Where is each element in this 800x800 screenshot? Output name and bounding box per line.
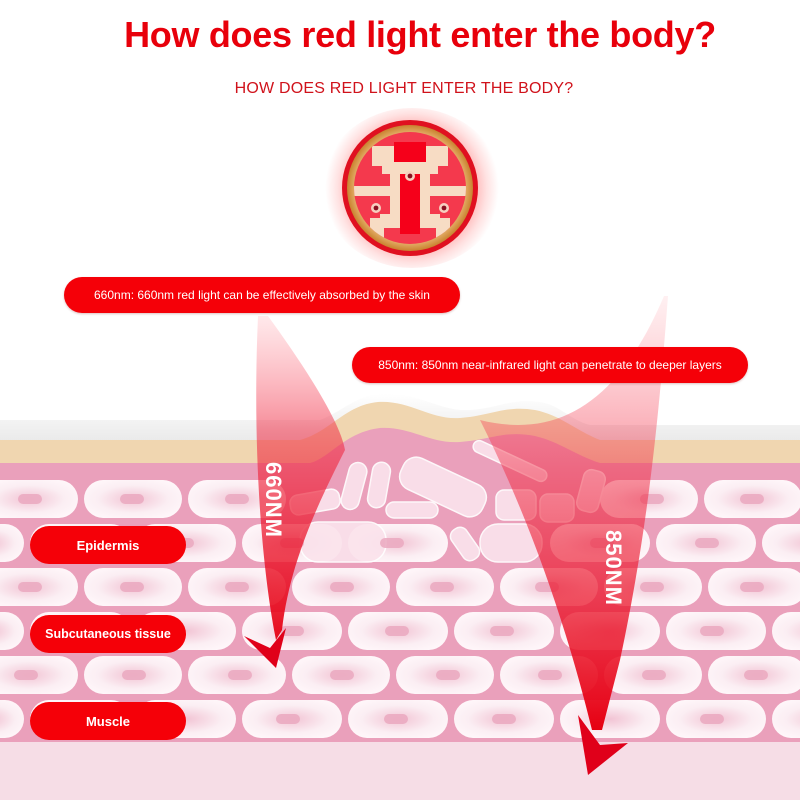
page-subtitle: HOW DOES RED LIGHT ENTER THE BODY?	[234, 80, 574, 97]
page-title: How does red light enter the body?	[124, 14, 716, 55]
callout-660nm-text: 660nm: 660nm red light can be effectivel…	[94, 288, 430, 302]
led-chip-icon	[342, 120, 478, 256]
beam-label-660: 660NM	[261, 462, 286, 538]
callout-660nm: 660nm: 660nm red light can be effectivel…	[64, 277, 460, 313]
callout-850nm-text: 850nm: 850nm near-infrared light can pen…	[378, 358, 722, 372]
layer-label-subcutaneous-text: Subcutaneous tissue	[45, 627, 171, 641]
layer-label-epidermis-text: Epidermis	[76, 537, 140, 553]
layer-label-epidermis: Epidermis	[30, 526, 186, 564]
layer-label-subcutaneous: Subcutaneous tissue	[30, 615, 186, 653]
layer-label-muscle: Muscle	[30, 702, 186, 740]
beam-label-850: 850NM	[601, 530, 626, 606]
callout-850nm: 850nm: 850nm near-infrared light can pen…	[352, 347, 748, 383]
layer-label-muscle-text: Muscle	[85, 713, 131, 729]
